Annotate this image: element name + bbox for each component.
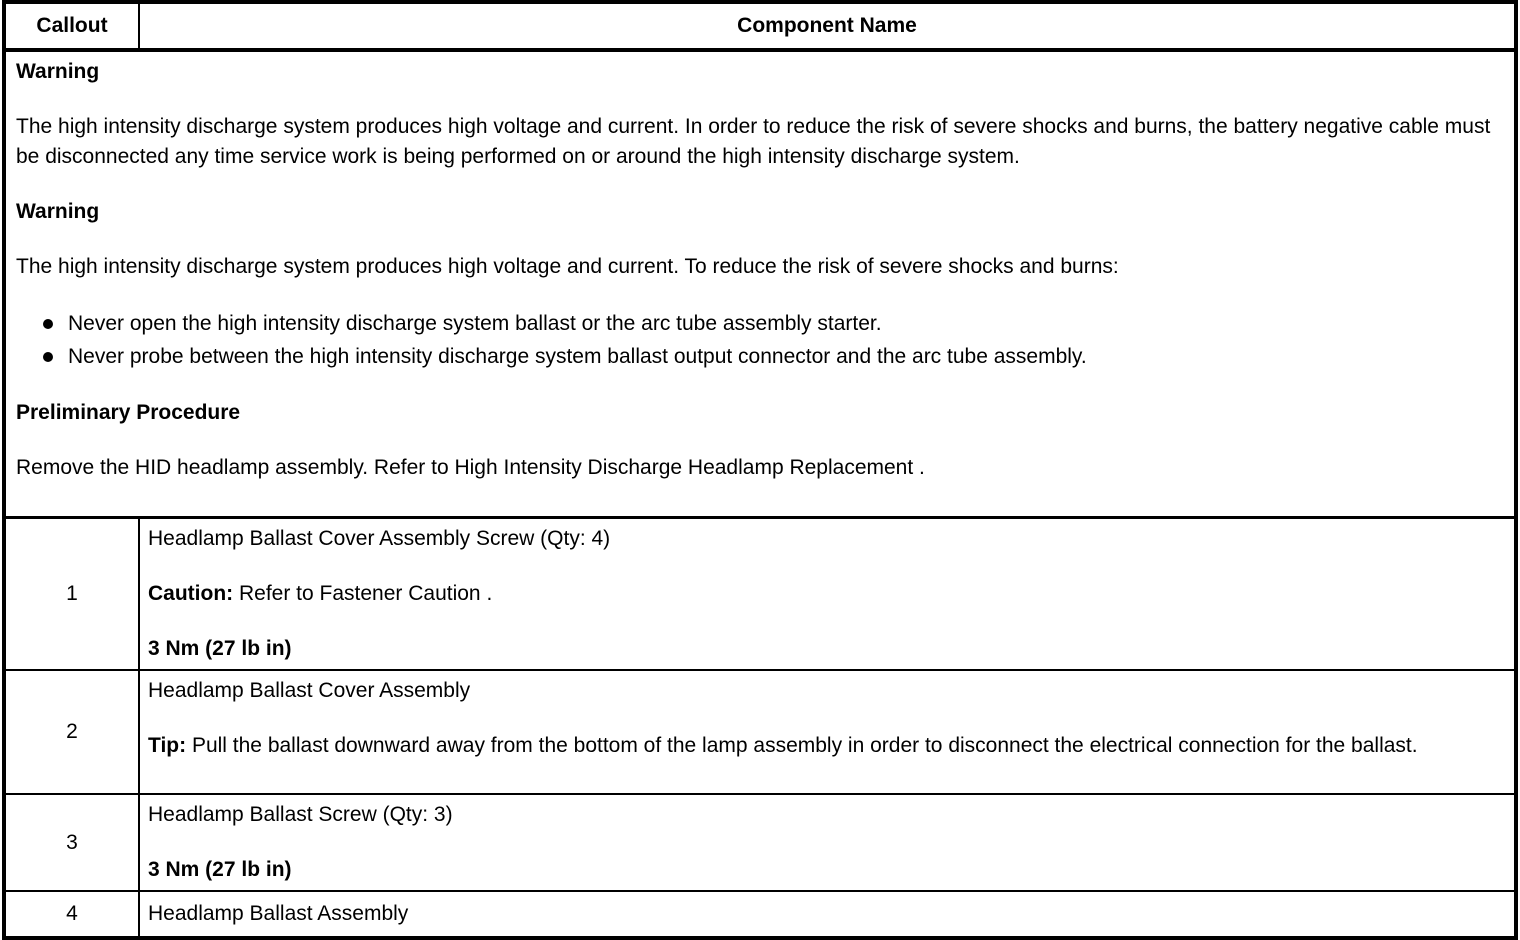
table-row: 1 Headlamp Ballast Cover Assembly Screw …: [6, 519, 1514, 671]
notes-section: Warning The high intensity discharge sys…: [6, 52, 1514, 519]
callout-number: 1: [6, 519, 140, 669]
torque-spec: 3 Nm (27 lb in): [148, 637, 292, 660]
tip-label: Tip:: [148, 734, 187, 757]
callout-number: 3: [6, 795, 140, 890]
warning-bullet-item: Never open the high intensity discharge …: [16, 307, 1500, 340]
callout-number: 2: [6, 671, 140, 793]
caution-note-line: Caution: Refer to Fastener Caution .: [148, 579, 1504, 609]
table-row: 3 Headlamp Ballast Screw (Qty: 3) 3 Nm (…: [6, 795, 1514, 892]
component-cell: Headlamp Ballast Screw (Qty: 3) 3 Nm (27…: [140, 795, 1514, 890]
table-row: 2 Headlamp Ballast Cover Assembly Tip: P…: [6, 671, 1514, 795]
caution-text: Refer to Fastener Caution .: [233, 582, 493, 605]
table-header-row: Callout Component Name: [6, 4, 1514, 52]
component-name-line: Headlamp Ballast Cover Assembly Screw (Q…: [148, 527, 611, 550]
callout-number: 4: [6, 892, 140, 936]
preliminary-procedure-text: Remove the HID headlamp assembly. Refer …: [16, 456, 925, 479]
warning-bullet-item: Never probe between the high intensity d…: [16, 340, 1500, 373]
tip-text: Pull the ballast downward away from the …: [186, 734, 1418, 757]
header-callout-column: Callout: [6, 4, 140, 48]
warning-text-2: The high intensity discharge system prod…: [16, 255, 1119, 278]
component-name-line: Headlamp Ballast Cover Assembly: [148, 679, 471, 702]
component-name-line: Headlamp Ballast Screw (Qty: 3): [148, 803, 453, 826]
caution-label: Caution:: [148, 582, 234, 605]
warning-heading-1: Warning: [16, 60, 100, 83]
preliminary-procedure-heading: Preliminary Procedure: [16, 401, 241, 424]
warning-heading-2: Warning: [16, 200, 100, 223]
tip-note-line: Tip: Pull the ballast downward away from…: [148, 731, 1504, 761]
component-name-line: Headlamp Ballast Assembly: [148, 902, 409, 925]
component-cell: Headlamp Ballast Assembly: [140, 892, 1514, 936]
header-component-name-column: Component Name: [737, 14, 917, 37]
torque-spec: 3 Nm (27 lb in): [148, 858, 292, 881]
component-cell: Headlamp Ballast Cover Assembly Screw (Q…: [140, 519, 1514, 669]
warning-text-1: The high intensity discharge system prod…: [16, 115, 1491, 168]
component-cell: Headlamp Ballast Cover Assembly Tip: Pul…: [140, 671, 1514, 793]
warning-bullet-list: Never open the high intensity discharge …: [16, 307, 1500, 373]
table-row: 4 Headlamp Ballast Assembly: [6, 892, 1514, 936]
